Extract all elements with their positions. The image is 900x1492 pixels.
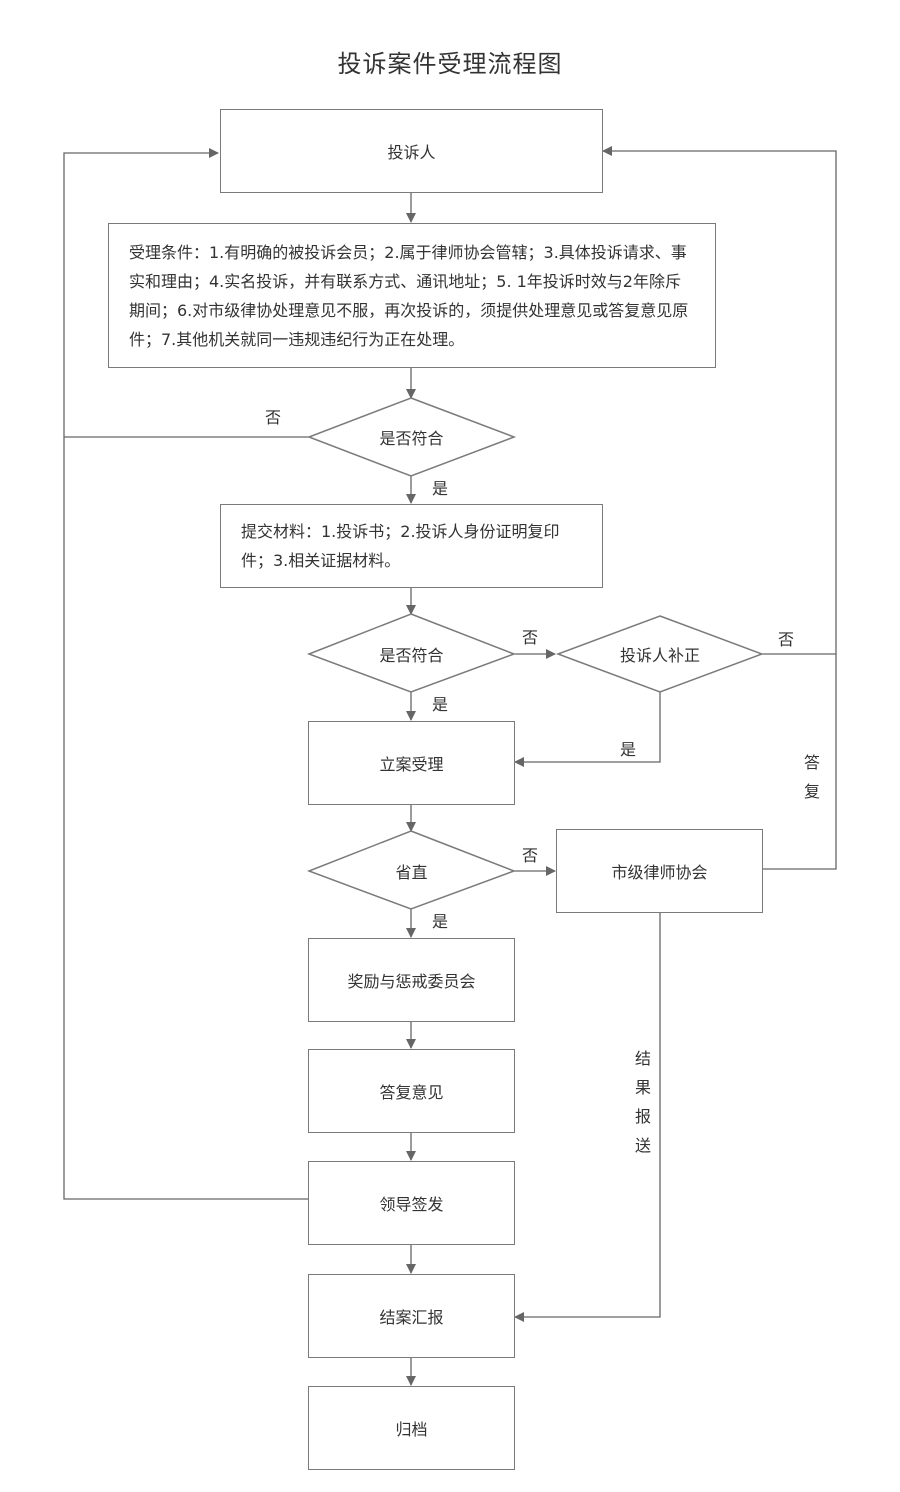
arrow-signoff-to-complainant bbox=[63, 437, 309, 1200]
decision1-label: 是否符合 bbox=[379, 429, 444, 448]
node-complainant: 投诉人 bbox=[220, 109, 603, 193]
node-filing-label: 立案受理 bbox=[379, 755, 444, 774]
node-reply-opinion: 答复意见 bbox=[308, 1049, 515, 1133]
node-materials-label: 提交材料：1.投诉书；2.投诉人身份证明复印件；3.相关证据材料。 bbox=[241, 522, 560, 570]
decision2-diamond bbox=[306, 613, 517, 693]
arrow-supplement-no-to-complainant bbox=[602, 146, 837, 655]
arrow-supplement-yes-to-filing bbox=[514, 692, 661, 767]
decision2-label: 是否符合 bbox=[379, 646, 444, 665]
node-reply-opinion-label: 答复意见 bbox=[379, 1083, 444, 1102]
edge-label-supplement-yes: 是 bbox=[620, 740, 637, 759]
provincial-diamond bbox=[306, 830, 517, 910]
node-leader-signoff-label: 领导签发 bbox=[379, 1195, 444, 1214]
edge-label-d1-no: 否 bbox=[265, 408, 282, 427]
edge-label-d2-no: 否 bbox=[522, 628, 539, 647]
node-committee: 奖励与惩戒委员会 bbox=[308, 938, 515, 1022]
edge-label-d2-yes: 是 bbox=[432, 695, 449, 714]
node-complainant-label: 投诉人 bbox=[387, 143, 436, 162]
page-title: 投诉案件受理流程图 bbox=[337, 50, 563, 78]
edge-label-provincial-no: 否 bbox=[522, 846, 539, 865]
node-materials: 提交材料：1.投诉书；2.投诉人身份证明复印件；3.相关证据材料。 bbox=[220, 504, 603, 588]
supplement-diamond bbox=[555, 615, 765, 693]
arrow-city-result-to-closing bbox=[514, 913, 661, 1322]
edge-label-d1-yes: 是 bbox=[432, 479, 449, 498]
node-city-association-label: 市级律师协会 bbox=[611, 863, 708, 882]
node-city-association: 市级律师协会 bbox=[556, 829, 763, 913]
node-archive: 归档 bbox=[308, 1386, 515, 1470]
edge-label-reply: 答复 bbox=[803, 753, 820, 801]
arrow-city-reply-to-complainant bbox=[762, 654, 837, 870]
node-committee-label: 奖励与惩戒委员会 bbox=[347, 972, 476, 991]
provincial-label: 省直 bbox=[395, 863, 428, 882]
node-filing: 立案受理 bbox=[308, 721, 515, 805]
supplement-label: 投诉人补正 bbox=[619, 646, 700, 665]
node-conditions-label: 受理条件：1.有明确的被投诉会员；2.属于律师协会管辖；3.具体投诉请求、事实和… bbox=[129, 242, 689, 349]
edge-label-supplement-no: 否 bbox=[778, 630, 795, 649]
node-archive-label: 归档 bbox=[395, 1420, 428, 1439]
node-closing-report: 结案汇报 bbox=[308, 1274, 515, 1358]
edge-label-provincial-yes: 是 bbox=[432, 912, 449, 931]
edge-label-result-report: 结果报送 bbox=[634, 1049, 651, 1155]
arrow-decision1-no-to-complainant bbox=[63, 148, 309, 438]
node-conditions: 受理条件：1.有明确的被投诉会员；2.属于律师协会管辖；3.具体投诉请求、事实和… bbox=[108, 223, 716, 368]
node-leader-signoff: 领导签发 bbox=[308, 1161, 515, 1245]
decision1-diamond bbox=[306, 397, 517, 477]
node-closing-report-label: 结案汇报 bbox=[379, 1308, 444, 1327]
